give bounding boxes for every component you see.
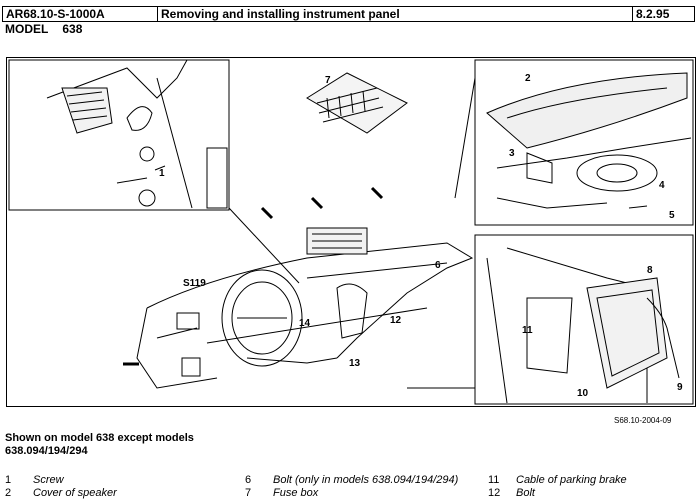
callout-14: 14 xyxy=(299,318,311,329)
legend-num: 1 xyxy=(5,474,12,486)
document-header: AR68.10-S-1000A Removing and installing … xyxy=(2,6,695,22)
legend-text: Cover of speaker xyxy=(33,487,117,499)
legend-num: 2 xyxy=(5,487,12,499)
figure-id: S68.10-2004-09 xyxy=(614,416,672,425)
callout-7: 7 xyxy=(325,75,331,86)
legend-text: Cable of parking brake xyxy=(516,474,627,486)
callout-13: 13 xyxy=(349,358,361,369)
legend-num: 7 xyxy=(245,487,252,499)
figure-drawing: 1 2 3 4 5 6 7 8 9 10 11 12 13 14 S119 xyxy=(8,59,694,405)
callout-5: 5 xyxy=(669,210,675,221)
model-note-line1: Shown on model 638 except models xyxy=(5,432,194,444)
callout-11: 11 xyxy=(522,325,533,336)
callout-8: 8 xyxy=(647,265,653,276)
legend-num: 6 xyxy=(245,474,252,486)
parts-legend: 1 Screw 2 Cover of speaker 6 Bolt (only … xyxy=(0,474,700,502)
callout-10: 10 xyxy=(577,388,589,399)
doc-date: 8.2.95 xyxy=(636,7,670,21)
callout-3: 3 xyxy=(509,148,515,159)
callout-4: 4 xyxy=(659,180,665,191)
doc-id: AR68.10-S-1000A xyxy=(3,7,158,21)
callout-2: 2 xyxy=(525,73,531,84)
model-note-line2: 638.094/194/294 xyxy=(5,445,88,457)
callout-9: 9 xyxy=(677,382,683,393)
instrument-panel-figure: 1 2 3 4 5 6 7 8 9 10 11 12 13 14 S119 xyxy=(6,57,696,407)
model-label: MODEL xyxy=(5,22,49,36)
callout-s119: S119 xyxy=(183,278,206,289)
inset-left-frame xyxy=(8,59,230,211)
legend-num: 11 xyxy=(488,474,500,486)
inset-glovebox-frame xyxy=(474,234,694,405)
doc-title: Removing and installing instrument panel xyxy=(158,7,633,21)
legend-text: Bolt xyxy=(516,487,535,499)
legend-text: Fuse box xyxy=(273,487,319,499)
legend-text: Bolt (only in models 638.094/194/294) xyxy=(273,474,459,486)
model-line: MODEL 638 xyxy=(5,22,96,36)
callout-1: 1 xyxy=(159,168,165,179)
legend-text: Screw xyxy=(33,474,64,486)
model-note: Shown on model 638 except models 638.094… xyxy=(5,432,194,458)
model-value: 638 xyxy=(62,22,83,36)
legend-num: 12 xyxy=(488,487,501,499)
inset-speaker-frame xyxy=(474,59,694,226)
callout-12: 12 xyxy=(390,315,402,326)
callout-6: 6 xyxy=(435,260,441,271)
